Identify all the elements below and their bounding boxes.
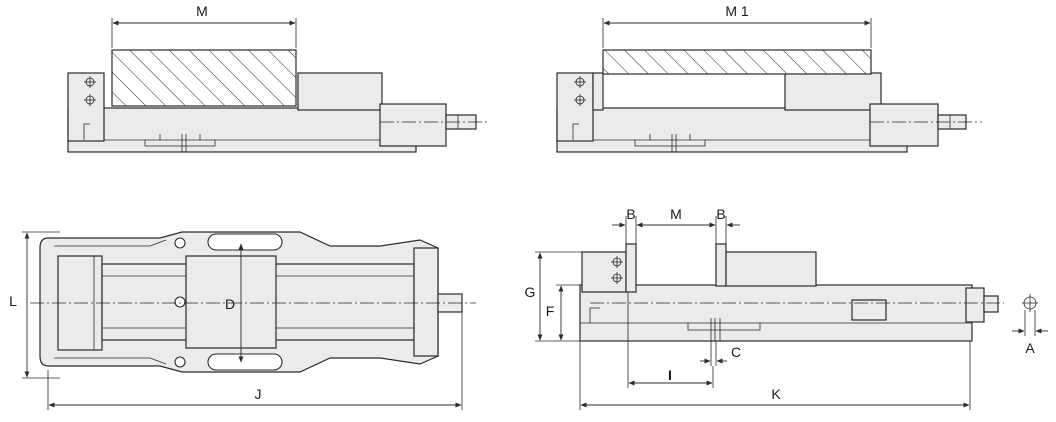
- dim-label-m-side: M: [670, 206, 682, 222]
- dim-label-j: J: [255, 386, 262, 402]
- view-plan: D L J: [9, 231, 476, 410]
- dim-label-m1-top: M 1: [725, 3, 749, 19]
- dim-label-i: I: [668, 367, 672, 383]
- view-side-workpiece-m: M: [67, 3, 490, 153]
- dim-label-l: L: [9, 293, 17, 309]
- dim-label-c: C: [731, 344, 741, 360]
- dim-label-a: A: [1025, 340, 1035, 356]
- dim-label-k: K: [771, 386, 781, 402]
- dim-label-b-right: B: [716, 206, 725, 222]
- view-side-workpiece-m1: M 1: [556, 3, 982, 153]
- dim-label-d: D: [225, 296, 235, 312]
- dim-label-g: G: [525, 284, 536, 300]
- view-side-dimensions: A B M B G F C I K: [525, 206, 1048, 410]
- dim-label-f: F: [546, 303, 555, 319]
- dim-label-b-left: B: [626, 206, 635, 222]
- dim-label-m-top: M: [196, 3, 208, 19]
